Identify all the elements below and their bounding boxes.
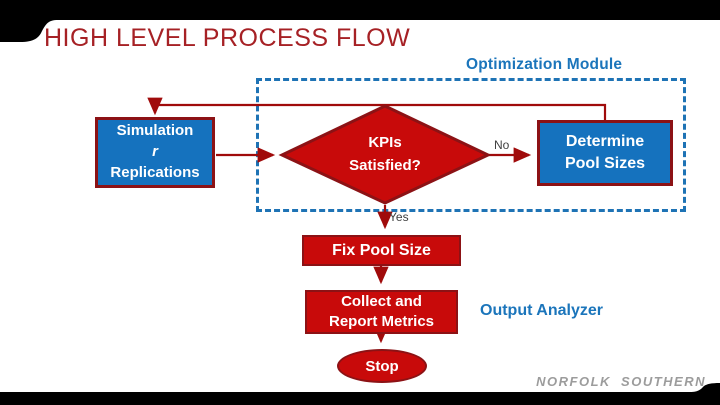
connector-feedback-loop: [147, 97, 607, 121]
fix-pool-size-box: Fix Pool Size: [302, 235, 461, 266]
top-banner-shape: [0, 0, 720, 42]
stop-label: Stop: [365, 357, 399, 375]
fix-pool-size-label: Fix Pool Size: [332, 241, 431, 259]
determine-line2: Pool Sizes: [564, 155, 646, 172]
determine-line1: Determine: [565, 133, 645, 151]
kpi-decision-line2: Satisfied?: [349, 157, 421, 175]
edge-label-no: No: [494, 138, 510, 152]
norfolk-southern-logo: NORFOLK SOUTHERN: [536, 374, 706, 389]
collect-line1: Collect and: [341, 292, 422, 310]
simulation-line3: Replications: [110, 163, 200, 181]
simulation-line1: Simulation: [116, 122, 194, 140]
collect-report-metrics-box: Collect and Report Metrics: [305, 290, 458, 334]
stop-node: Stop: [337, 349, 427, 383]
top-banner-path: [0, 0, 720, 42]
bottom-banner-path: [0, 383, 720, 405]
simulation-line2: r: [152, 143, 158, 161]
kpi-decision-line1: KPIs: [368, 134, 402, 151]
determine-pool-sizes-box: Determine Pool Sizes: [537, 120, 673, 186]
bottom-banner-shape2: [0, 383, 720, 405]
optimization-module-label: Optimization Module: [466, 56, 623, 73]
simulation-box: Simulation r Replications: [95, 117, 215, 188]
edge-label-yes: Yes: [389, 210, 409, 224]
kpi-decision-label: KPIs Satisfied?: [305, 131, 465, 178]
kpi-decision-diamond: [278, 104, 492, 205]
collect-line2: Report Metrics: [328, 313, 435, 330]
output-analyzer-label: Output Analyzer: [480, 302, 603, 319]
page-title: HIGH LEVEL PROCESS FLOW: [44, 24, 411, 52]
optimization-module-boundary: [256, 78, 686, 212]
